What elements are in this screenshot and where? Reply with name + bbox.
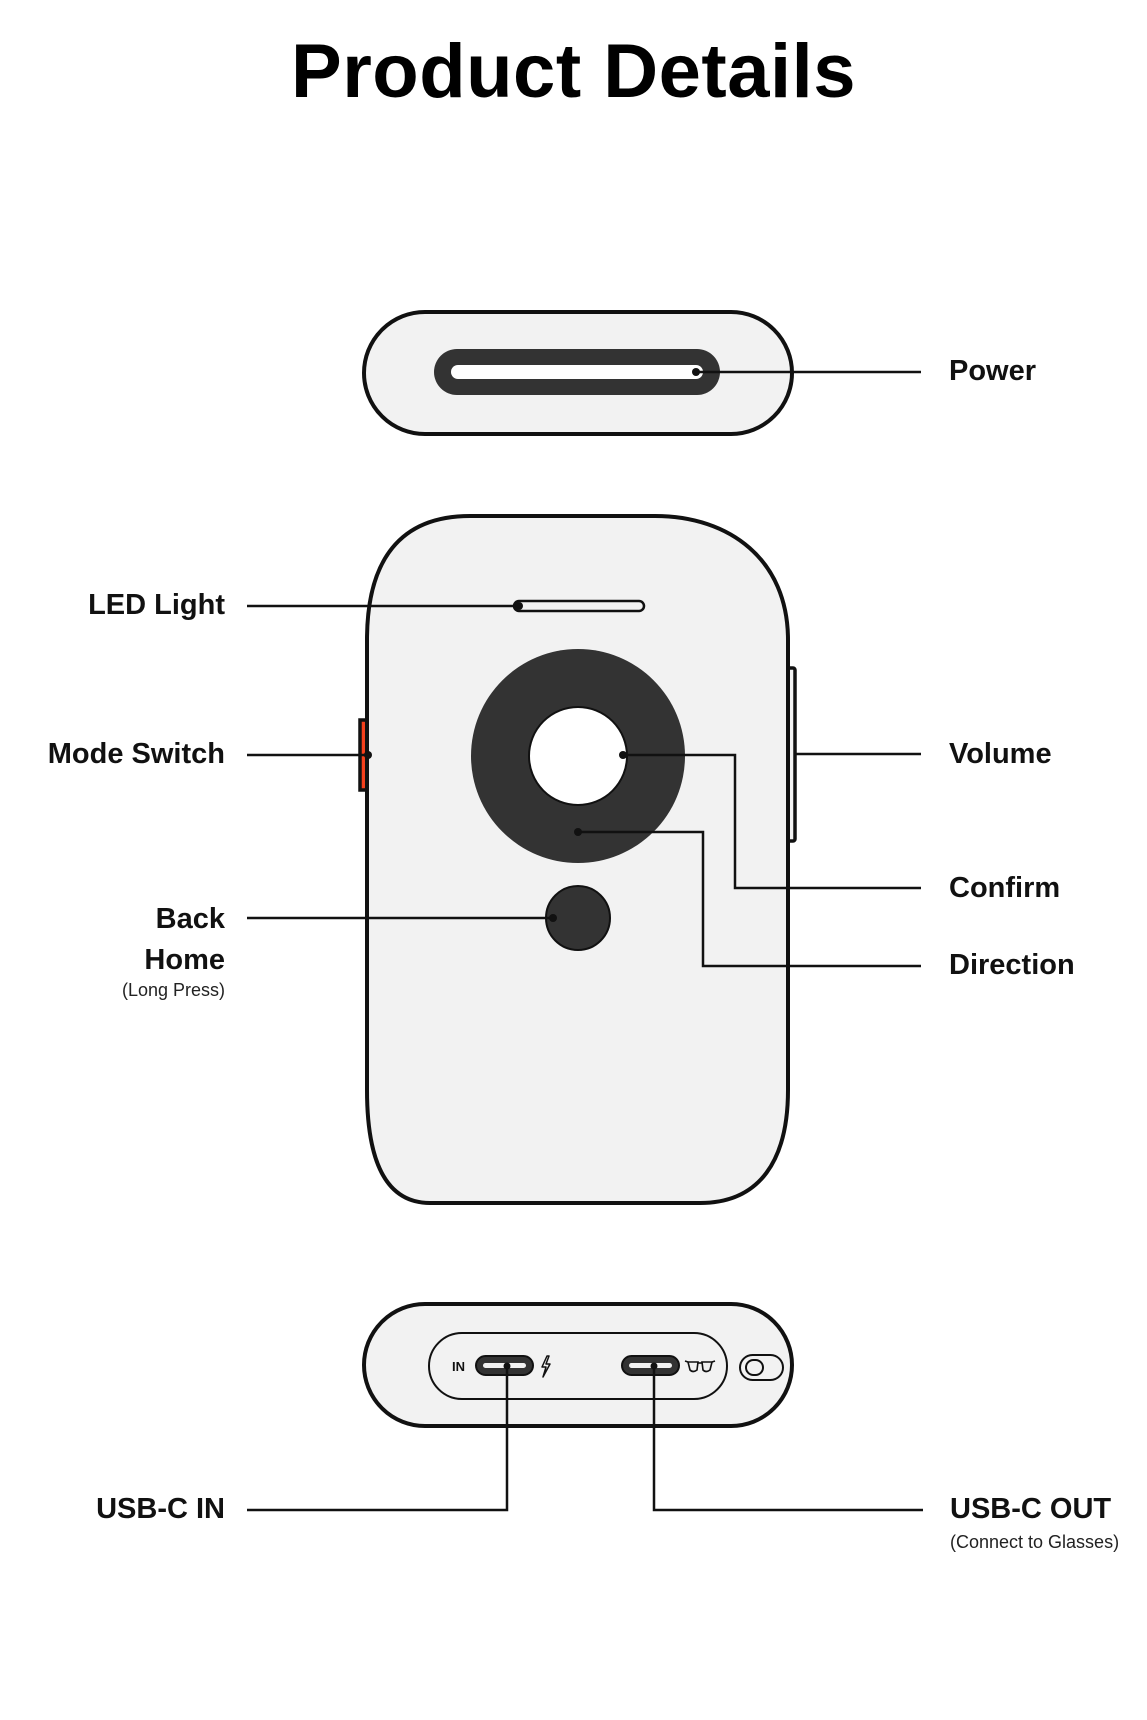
home-label: Home — [144, 944, 225, 976]
usb-c-out-note: (Connect to Glasses) — [950, 1532, 1120, 1552]
usb-out-callout-dot — [650, 1362, 658, 1370]
direction-label: Direction — [949, 949, 1075, 981]
usb-c-out-label: USB-C OUT — [950, 1493, 1112, 1525]
direction-callout-dot — [574, 828, 582, 836]
lightning-icon — [541, 1355, 551, 1378]
front-view — [358, 514, 797, 1205]
front-callouts — [247, 602, 921, 968]
port-in-label: IN — [452, 1359, 465, 1374]
page-title: Product Details — [291, 29, 856, 114]
led-light-label: LED Light — [88, 589, 225, 621]
power-label: Power — [949, 355, 1037, 387]
bottom-toggle-knob — [745, 1359, 764, 1376]
volume-label: Volume — [949, 738, 1052, 770]
confirm-label: Confirm — [949, 872, 1061, 904]
usb-in-callout-dot — [503, 1362, 511, 1370]
confirm-button — [528, 706, 628, 806]
mode-switch-label: Mode Switch — [47, 738, 225, 770]
back-label: Back — [155, 903, 225, 935]
led-callout-dot — [515, 602, 523, 610]
home-note: (Long Press) — [121, 980, 225, 1000]
usb-c-out-slot — [629, 1363, 672, 1368]
mode-callout-dot — [364, 751, 372, 759]
back-callout-dot — [549, 914, 557, 922]
direction-callout-line — [578, 830, 921, 968]
bottom-view: IN — [362, 1302, 794, 1428]
led-light — [512, 599, 646, 613]
usb-in-callout-line — [247, 1366, 509, 1512]
usb-c-in-label: USB-C IN — [96, 1493, 225, 1525]
confirm-callout-line — [623, 753, 921, 890]
confirm-callout-dot — [619, 751, 627, 759]
bottom-callouts — [247, 1362, 923, 1512]
glasses-icon — [684, 1360, 716, 1373]
top-view — [362, 310, 921, 436]
port-panel — [428, 1332, 728, 1400]
power-button-slot — [451, 365, 703, 379]
usb-out-callout-line — [652, 1366, 923, 1512]
